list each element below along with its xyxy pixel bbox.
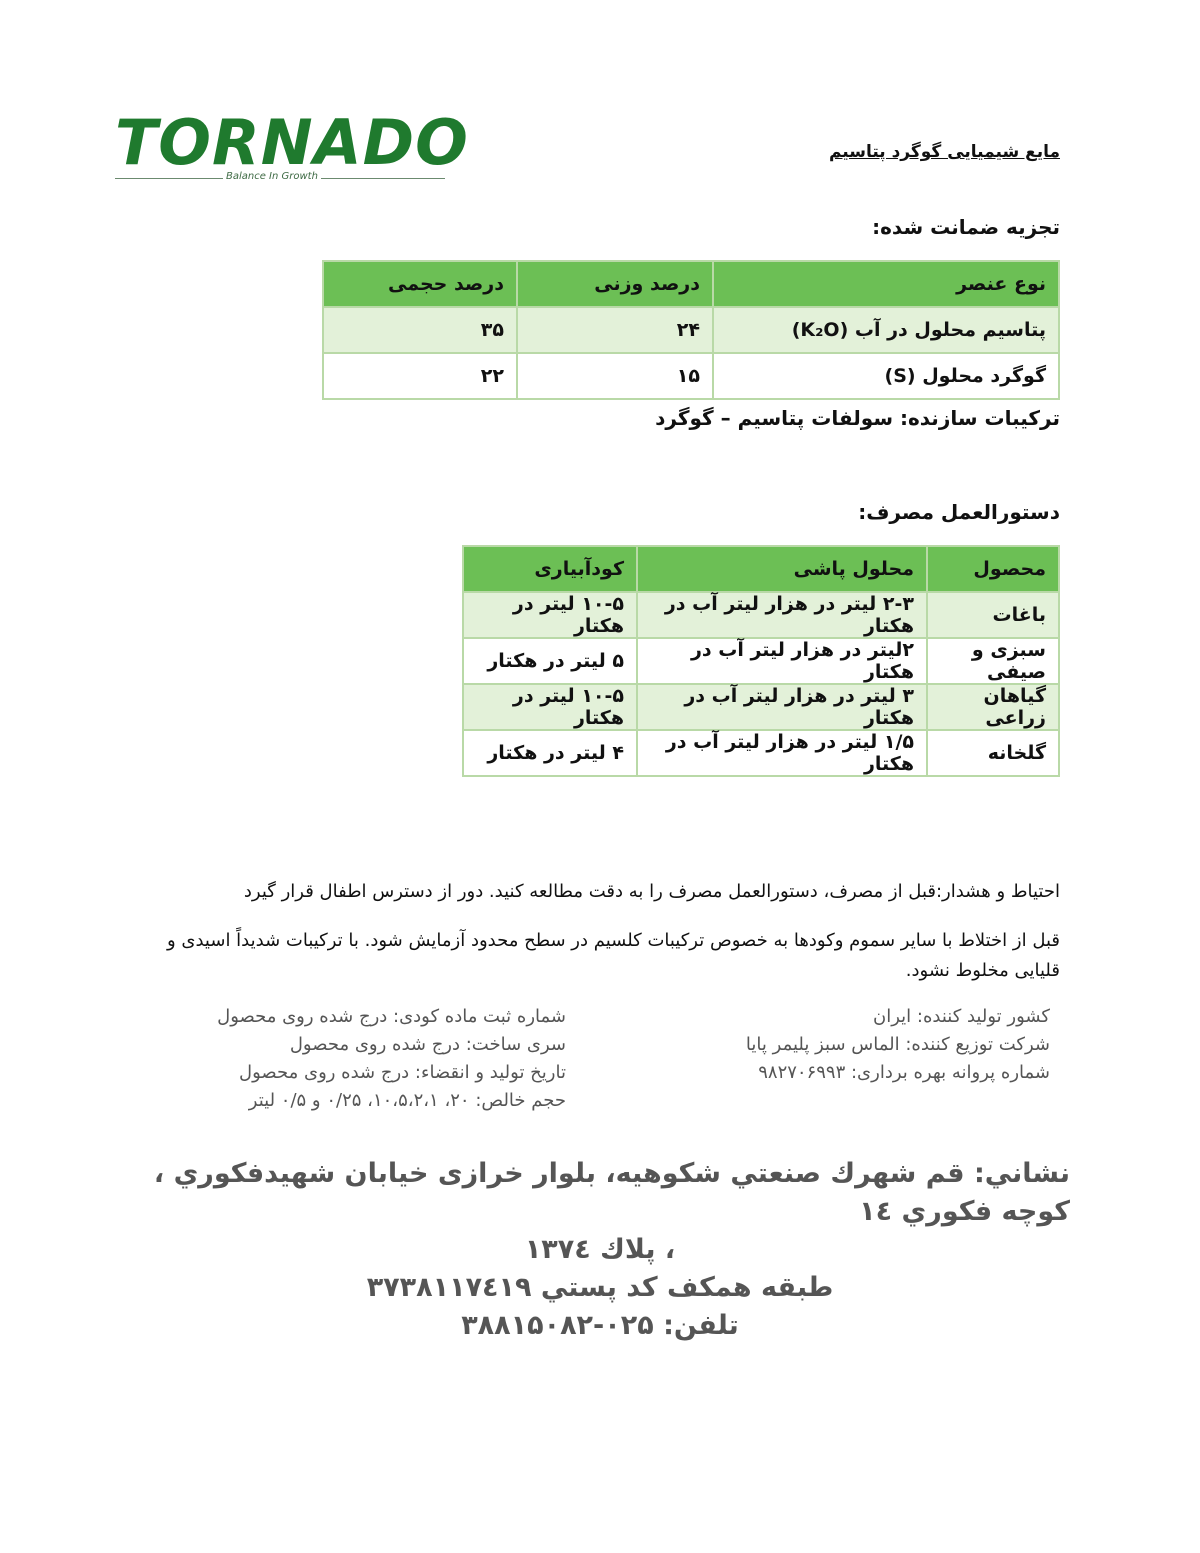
address-line: ، پلاك ١٣٧٤ — [524, 1234, 676, 1265]
info-line: حجم خالص: ۲۰، ۱۰،۵،۲،۱، ۰/۲۵ و ۰/۵ لیتر — [248, 1090, 566, 1111]
usage-heading: دستورالعمل مصرف: — [858, 500, 1060, 524]
document-title: مایع شیمیایی گوگرد پتاسیم — [828, 142, 1060, 162]
table-cell: ۴ لیتر در هکتار — [462, 729, 638, 777]
postal-code-line: طبقه همكف كد پستي ٣٧٣٨١١٧٤١٩ — [366, 1272, 834, 1303]
product-info: شماره ثبت ماده کودی: درج شده روی محصول س… — [166, 1003, 566, 1115]
table-row: گوگرد محلول (S) ۱۵ ۲۲ — [322, 352, 1060, 400]
producer-info: کشور تولید کننده: ایران شرکت توزیع کننده… — [690, 1003, 1050, 1087]
address-line: نشاني: قم شهرك صنعتي شكوهيه، بلوار خرازی… — [153, 1158, 1070, 1227]
info-line: تاریخ تولید و انقضاء: درج شده روی محصول — [239, 1062, 566, 1083]
analysis-table: نوع عنصر درصد وزنی درصد حجمی پتاسیم محلو… — [322, 260, 1060, 400]
table-header-row: نوع عنصر درصد وزنی درصد حجمی — [322, 260, 1060, 308]
table-row: باغات ۲-۳ لیتر در هزار لیتر آب در هکتار … — [462, 591, 1060, 639]
address-block: نشاني: قم شهرك صنعتي شكوهيه، بلوار خرازی… — [130, 1155, 1070, 1345]
logo-tagline: Balance In Growth — [223, 171, 321, 183]
ingredients-line: ترکیبات سازنده: سولفات پتاسیم – گوگرد — [655, 406, 1060, 430]
table-cell: ۱۰-۵ لیتر در هکتار — [462, 591, 638, 639]
phone-line: تلفن: ۰۲۵-۳۸۸۱۵۰۸۲ — [461, 1310, 739, 1341]
info-line: شماره پروانه بهره برداری: ۹۸۲۷۰۶۹۹۳ — [758, 1062, 1050, 1083]
table-cell: گوگرد محلول (S) — [712, 352, 1060, 400]
usage-table: محصول محلول پاشی کودآبیاری باغات ۲-۳ لیت… — [462, 545, 1060, 777]
info-line: شرکت توزیع کننده: الماس سبز پلیمر پایا — [745, 1034, 1050, 1055]
warning-text-2: قبل از اختلاط با سایر سموم وکودها به خصو… — [166, 930, 1060, 981]
table-cell: ۲-۳ لیتر در هزار لیتر آب در هکتار — [636, 591, 928, 639]
table-cell: ۳۵ — [322, 306, 518, 354]
table-cell: ۱۰-۵ لیتر در هکتار — [462, 683, 638, 731]
table-cell: باغات — [926, 591, 1060, 639]
header-cell: محصول — [926, 545, 1060, 593]
table-cell: گیاهان زراعی — [926, 683, 1060, 731]
table-cell: ۲۲ — [322, 352, 518, 400]
table-cell: ۲۴ — [516, 306, 714, 354]
table-cell: سبزی و صیفی — [926, 637, 1060, 685]
table-cell: ۱۵ — [516, 352, 714, 400]
analysis-heading: تجزیه ضمانت شده: — [872, 215, 1060, 239]
table-cell: ۱/۵ لیتر در هزار لیتر آب در هکتار — [636, 729, 928, 777]
info-line: کشور تولید کننده: ایران — [873, 1006, 1050, 1027]
table-row: سبزی و صیفی ۲لیتر در هزار لیتر آب در هکت… — [462, 637, 1060, 685]
info-line: شماره ثبت ماده کودی: درج شده روی محصول — [217, 1006, 566, 1027]
brand-logo: TORNADO Balance In Growth — [115, 106, 469, 188]
logo-wordmark: TORNADO — [115, 106, 469, 179]
table-row: گلخانه ۱/۵ لیتر در هزار لیتر آب در هکتار… — [462, 729, 1060, 777]
table-header-row: محصول محلول پاشی کودآبیاری — [462, 545, 1060, 593]
table-cell: گلخانه — [926, 729, 1060, 777]
header-cell: نوع عنصر — [712, 260, 1060, 308]
table-row: پتاسیم محلول در آب (K₂O) ۲۴ ۳۵ — [322, 306, 1060, 354]
header-cell: درصد وزنی — [516, 260, 714, 308]
header-cell: درصد حجمی — [322, 260, 518, 308]
table-cell: ۳ لیتر در هزار لیتر آب در هکتار — [636, 683, 928, 731]
warning-text-1: احتیاط و هشدار:قبل از مصرف، دستورالعمل م… — [243, 881, 1060, 902]
table-cell: ۲لیتر در هزار لیتر آب در هکتار — [636, 637, 928, 685]
table-cell: ۵ لیتر در هکتار — [462, 637, 638, 685]
table-cell: پتاسیم محلول در آب (K₂O) — [712, 306, 1060, 354]
table-row: گیاهان زراعی ۳ لیتر در هزار لیتر آب در ه… — [462, 683, 1060, 731]
header-cell: کودآبیاری — [462, 545, 638, 593]
header-cell: محلول پاشی — [636, 545, 928, 593]
info-line: سری ساخت: درج شده روی محصول — [289, 1034, 566, 1055]
